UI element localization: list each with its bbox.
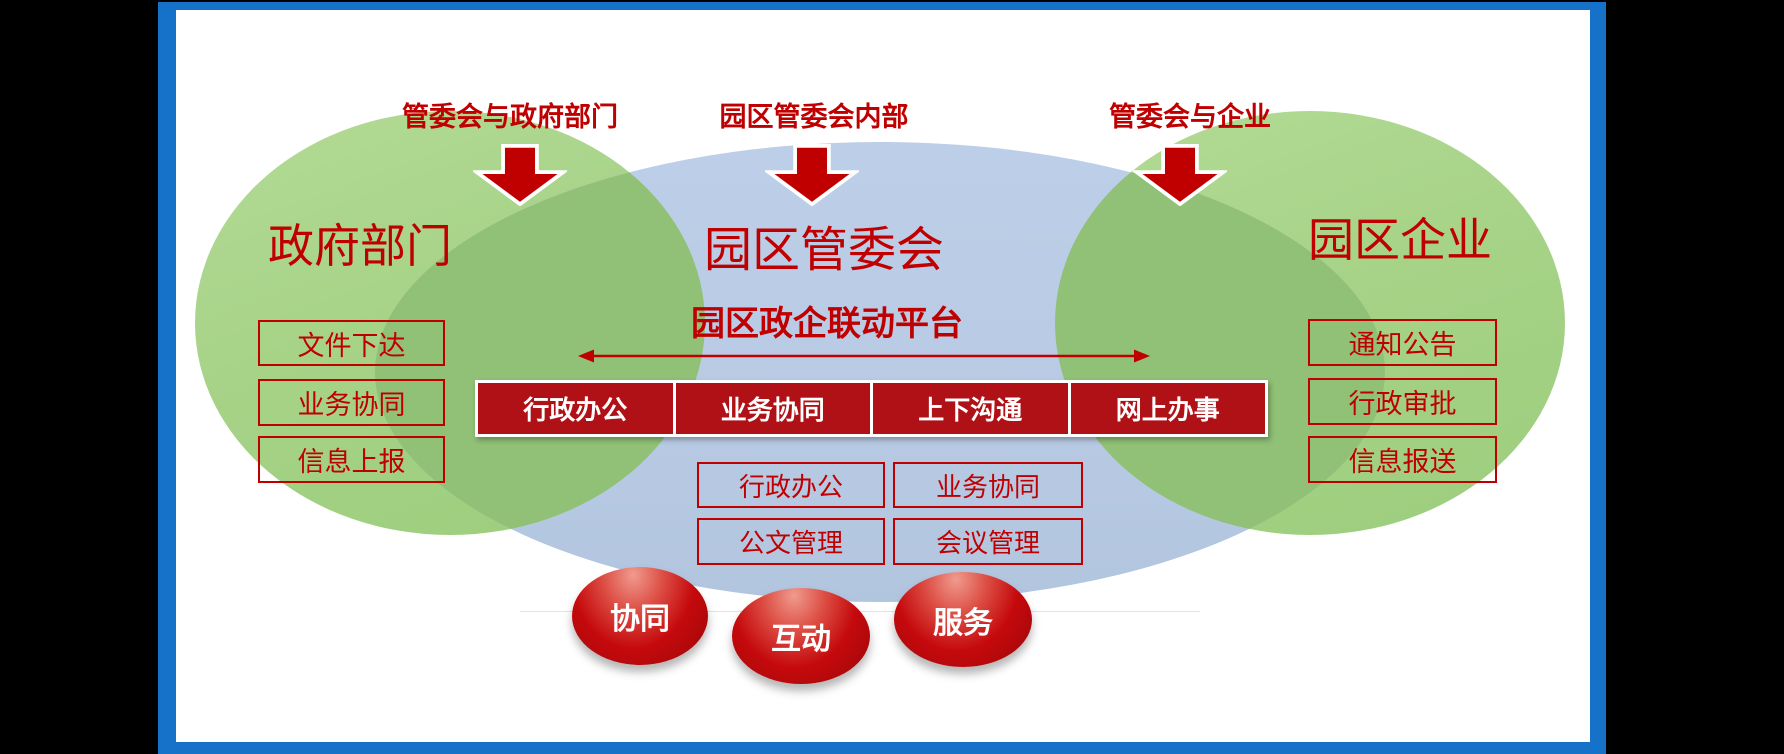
badge-ellipse: 互动 [732,588,870,684]
flow-label-government: 管委会与政府部门 [402,102,618,132]
government-item-box: 业务协同 [258,379,445,426]
platform-title: 园区政企联动平台 [691,305,963,343]
banner-cell: 业务协同 [675,383,870,434]
banner-cell: 上下沟通 [873,383,1068,434]
module-box: 业务协同 [893,462,1083,508]
government-item-box: 文件下达 [258,320,445,366]
flow-label-committee-internal: 园区管委会内部 [719,102,909,132]
badge-ellipse: 服务 [894,572,1032,667]
banner-cell: 行政办公 [478,383,673,434]
platform-banner: 行政办公 业务协同 上下沟通 网上办事 [475,380,1268,437]
module-box: 公文管理 [697,518,885,565]
badge-ellipse: 协同 [572,567,708,665]
down-arrow-icon [765,144,859,206]
enterprise-item-box: 信息报送 [1308,436,1497,483]
module-box: 会议管理 [893,518,1083,565]
module-box: 行政办公 [697,462,885,508]
enterprise-item-box: 行政审批 [1308,378,1497,425]
down-arrow-icon [473,144,567,206]
enterprise-title: 园区企业 [1308,214,1492,266]
government-item-box: 信息上报 [258,436,445,483]
banner-cell: 网上办事 [1070,383,1265,434]
double-arrow-icon [578,349,1150,363]
flow-label-enterprise: 管委会与企业 [1109,102,1271,132]
down-arrow-icon [1133,144,1227,206]
enterprise-item-box: 通知公告 [1308,319,1497,366]
committee-title: 园区管委会 [703,224,944,277]
government-title: 政府部门 [268,220,452,272]
